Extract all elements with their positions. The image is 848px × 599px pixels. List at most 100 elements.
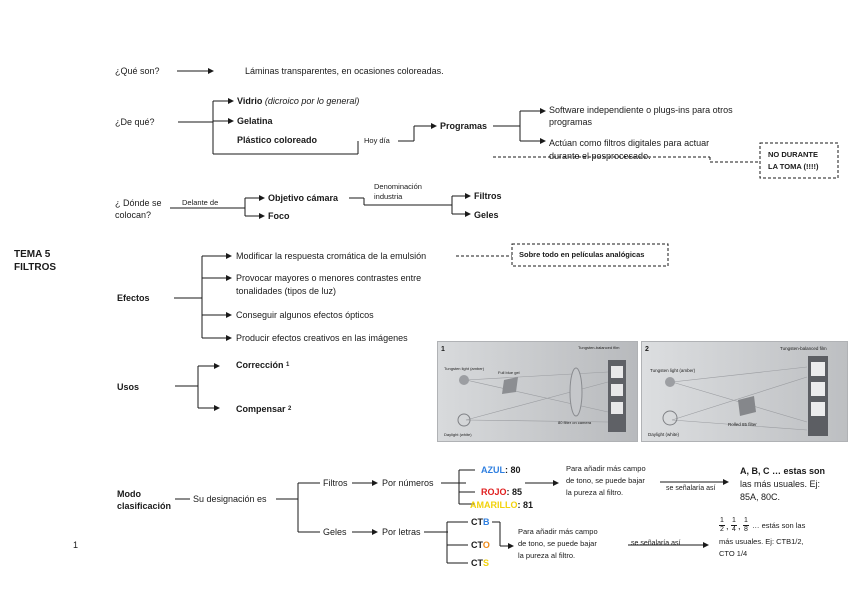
efecto-item: Conseguir algunos efectos ópticos [236,310,374,320]
donde-label-line1: ¿ Dónde se [115,198,162,208]
modo-label-line1: Modo [117,489,141,499]
rojo-label: ROJO [481,487,507,497]
foco-item: Foco [268,211,290,221]
cts-suffix: S [483,558,490,568]
vidrio-label: Vidrio [237,96,263,106]
efecto-item: tonalidades (tipos de luz) [236,286,337,296]
photo-2-title: Tungsten-balanced film [780,346,827,351]
denominacion-line1: Denominación [374,182,422,191]
software-line1: Software independiente o plugs-ins para … [549,105,733,115]
fraction-denominator: 8 [744,526,748,533]
donde-label-line2: colocan? [115,210,152,220]
fraction-rest-line1: … estás son las [752,521,806,530]
filtros-para-line1: Para añadir más campo [566,464,646,473]
fraction-examples: 1 2 , 1 4 , 1 8 … estás son las más usua… [719,517,839,567]
que-son-answer: Láminas transparentes, en ocasiones colo… [245,66,444,76]
page-number: 1 [73,540,79,550]
photo-2-daylight: Daylight (white) [648,432,680,437]
note-no-durante-line2: LA TOMA (!!!!) [768,162,819,171]
plastico-item: Plástico coloreado [237,135,318,145]
fraction-sep: , [738,521,741,531]
abc-line3: 85A, 80C. [740,492,781,502]
cto-item: CTO [471,540,490,551]
footnote-2: 2 [288,406,292,412]
photo-1-filter: 80 filter on camera [558,420,592,425]
photo-1-illustration [438,342,637,441]
hoy-dia-label: Hoy día [364,136,390,145]
photo-correction-diagram: 1 Tungsten-balanced film Tungsten light … [437,341,638,442]
abc-text: A, B, C … estas son [740,466,826,476]
gelatina-item: Gelatina [237,116,273,126]
note-no-durante-line1: NO DURANTE [768,150,818,159]
actuan-line1: Actúan como filtros digitales para actua… [549,138,710,148]
amarillo-value: : 81 [517,500,534,510]
fraction-denominator: 4 [732,526,736,533]
efectos-label: Efectos [117,293,150,303]
photo-2-number: 2 [645,346,649,353]
abc-line1: A, B, C … estas son [740,466,825,477]
modo-label-line2: clasificación [117,501,172,511]
compensar-item: Compensar 2 [236,404,291,415]
designacion-label: Su designación es [193,494,267,504]
geles-para-line1: Para añadir más campo [518,527,598,536]
denominacion-line2: industria [374,192,403,201]
cts-item: CTS [471,558,489,569]
fraction-bar [719,525,725,526]
photo-1-light: Tungsten light (amber) [444,366,485,371]
vidrio-note: (dicroico por lo general) [264,96,360,106]
photo-2-light: Tungsten light (amber) [650,368,696,373]
efecto-item: Modificar la respuesta cromática de la e… [236,251,427,261]
modo-geles: Geles [323,527,347,537]
que-son-label: ¿Qué son? [115,66,160,76]
photo-2-filter: Rolled 85 filter [728,422,757,427]
fraction-sep: , [726,521,729,531]
por-numeros: Por números [382,478,434,488]
photo-1-daylight: Daylight (white) [444,432,472,437]
cto-suffix: O [482,540,490,550]
correccion-label: Corrección [236,360,284,370]
filtros-item: Filtros [474,191,502,201]
fraction-rest-line3: CTO 1/4 [719,549,748,558]
fraction-rest-line2: más usuales. Ej: CTB1/2, [719,537,804,546]
de-que-label: ¿De qué? [115,117,155,127]
footnote-1: 1 [286,362,290,368]
geles-para-line3: la pureza al filtro. [518,551,576,560]
fraction-bar [743,525,749,526]
ct-prefix: CT [471,558,483,568]
rojo-value: : 85 [506,487,523,497]
filtros-para-line3: la pureza al filtro. [566,488,624,497]
analog-note: Sobre todo en películas analógicas [519,250,645,259]
por-letras: Por letras [382,527,421,537]
geles-senala: se señalaría así [631,540,681,547]
topic-title-line1: TEMA 5 [14,249,51,260]
topic-title-line2: FILTROS [14,262,57,273]
azul-value: : 80 [505,465,521,475]
efecto-item: Provocar mayores o menores contrastes en… [236,273,422,283]
objetivo-camara-item: Objetivo cámara [268,193,339,203]
abc-line2: las más usuales. Ej: [740,479,821,489]
filtros-para-line2: de tono, se puede bajar [566,476,645,485]
azul-label: AZUL [481,465,505,475]
fraction-denominator: 2 [720,526,724,533]
photo-1-number: 1 [441,346,445,353]
photo-compensation-diagram: 2 Tungsten-balanced film Tungsten light … [641,341,848,442]
fraction-numerator: 1 [720,517,724,524]
correccion-item: Corrección 1 [236,360,289,371]
ctb-item: CTB [471,517,490,528]
ct-prefix: CT [471,517,483,527]
fraction-numerator: 1 [732,517,736,524]
delante-de-label: Delante de [182,198,219,207]
photo-2-illustration [642,342,847,441]
software-line2: programas [549,117,593,127]
modo-filtros: Filtros [323,478,348,488]
vidrio-item: Vidrio (dicroico por lo general) [237,96,359,107]
actuan-line2: durante el posprocesado. [549,151,651,161]
amarillo-label: AMARILLO [470,500,518,510]
amarillo-item: AMARILLO: 81 [470,500,533,511]
compensar-label: Compensar [236,404,286,414]
fraction-numerator: 1 [744,517,748,524]
geles-item: Geles [474,210,499,220]
photo-1-gel: Full blue gel [498,370,520,375]
programas-label: Programas [440,121,488,131]
